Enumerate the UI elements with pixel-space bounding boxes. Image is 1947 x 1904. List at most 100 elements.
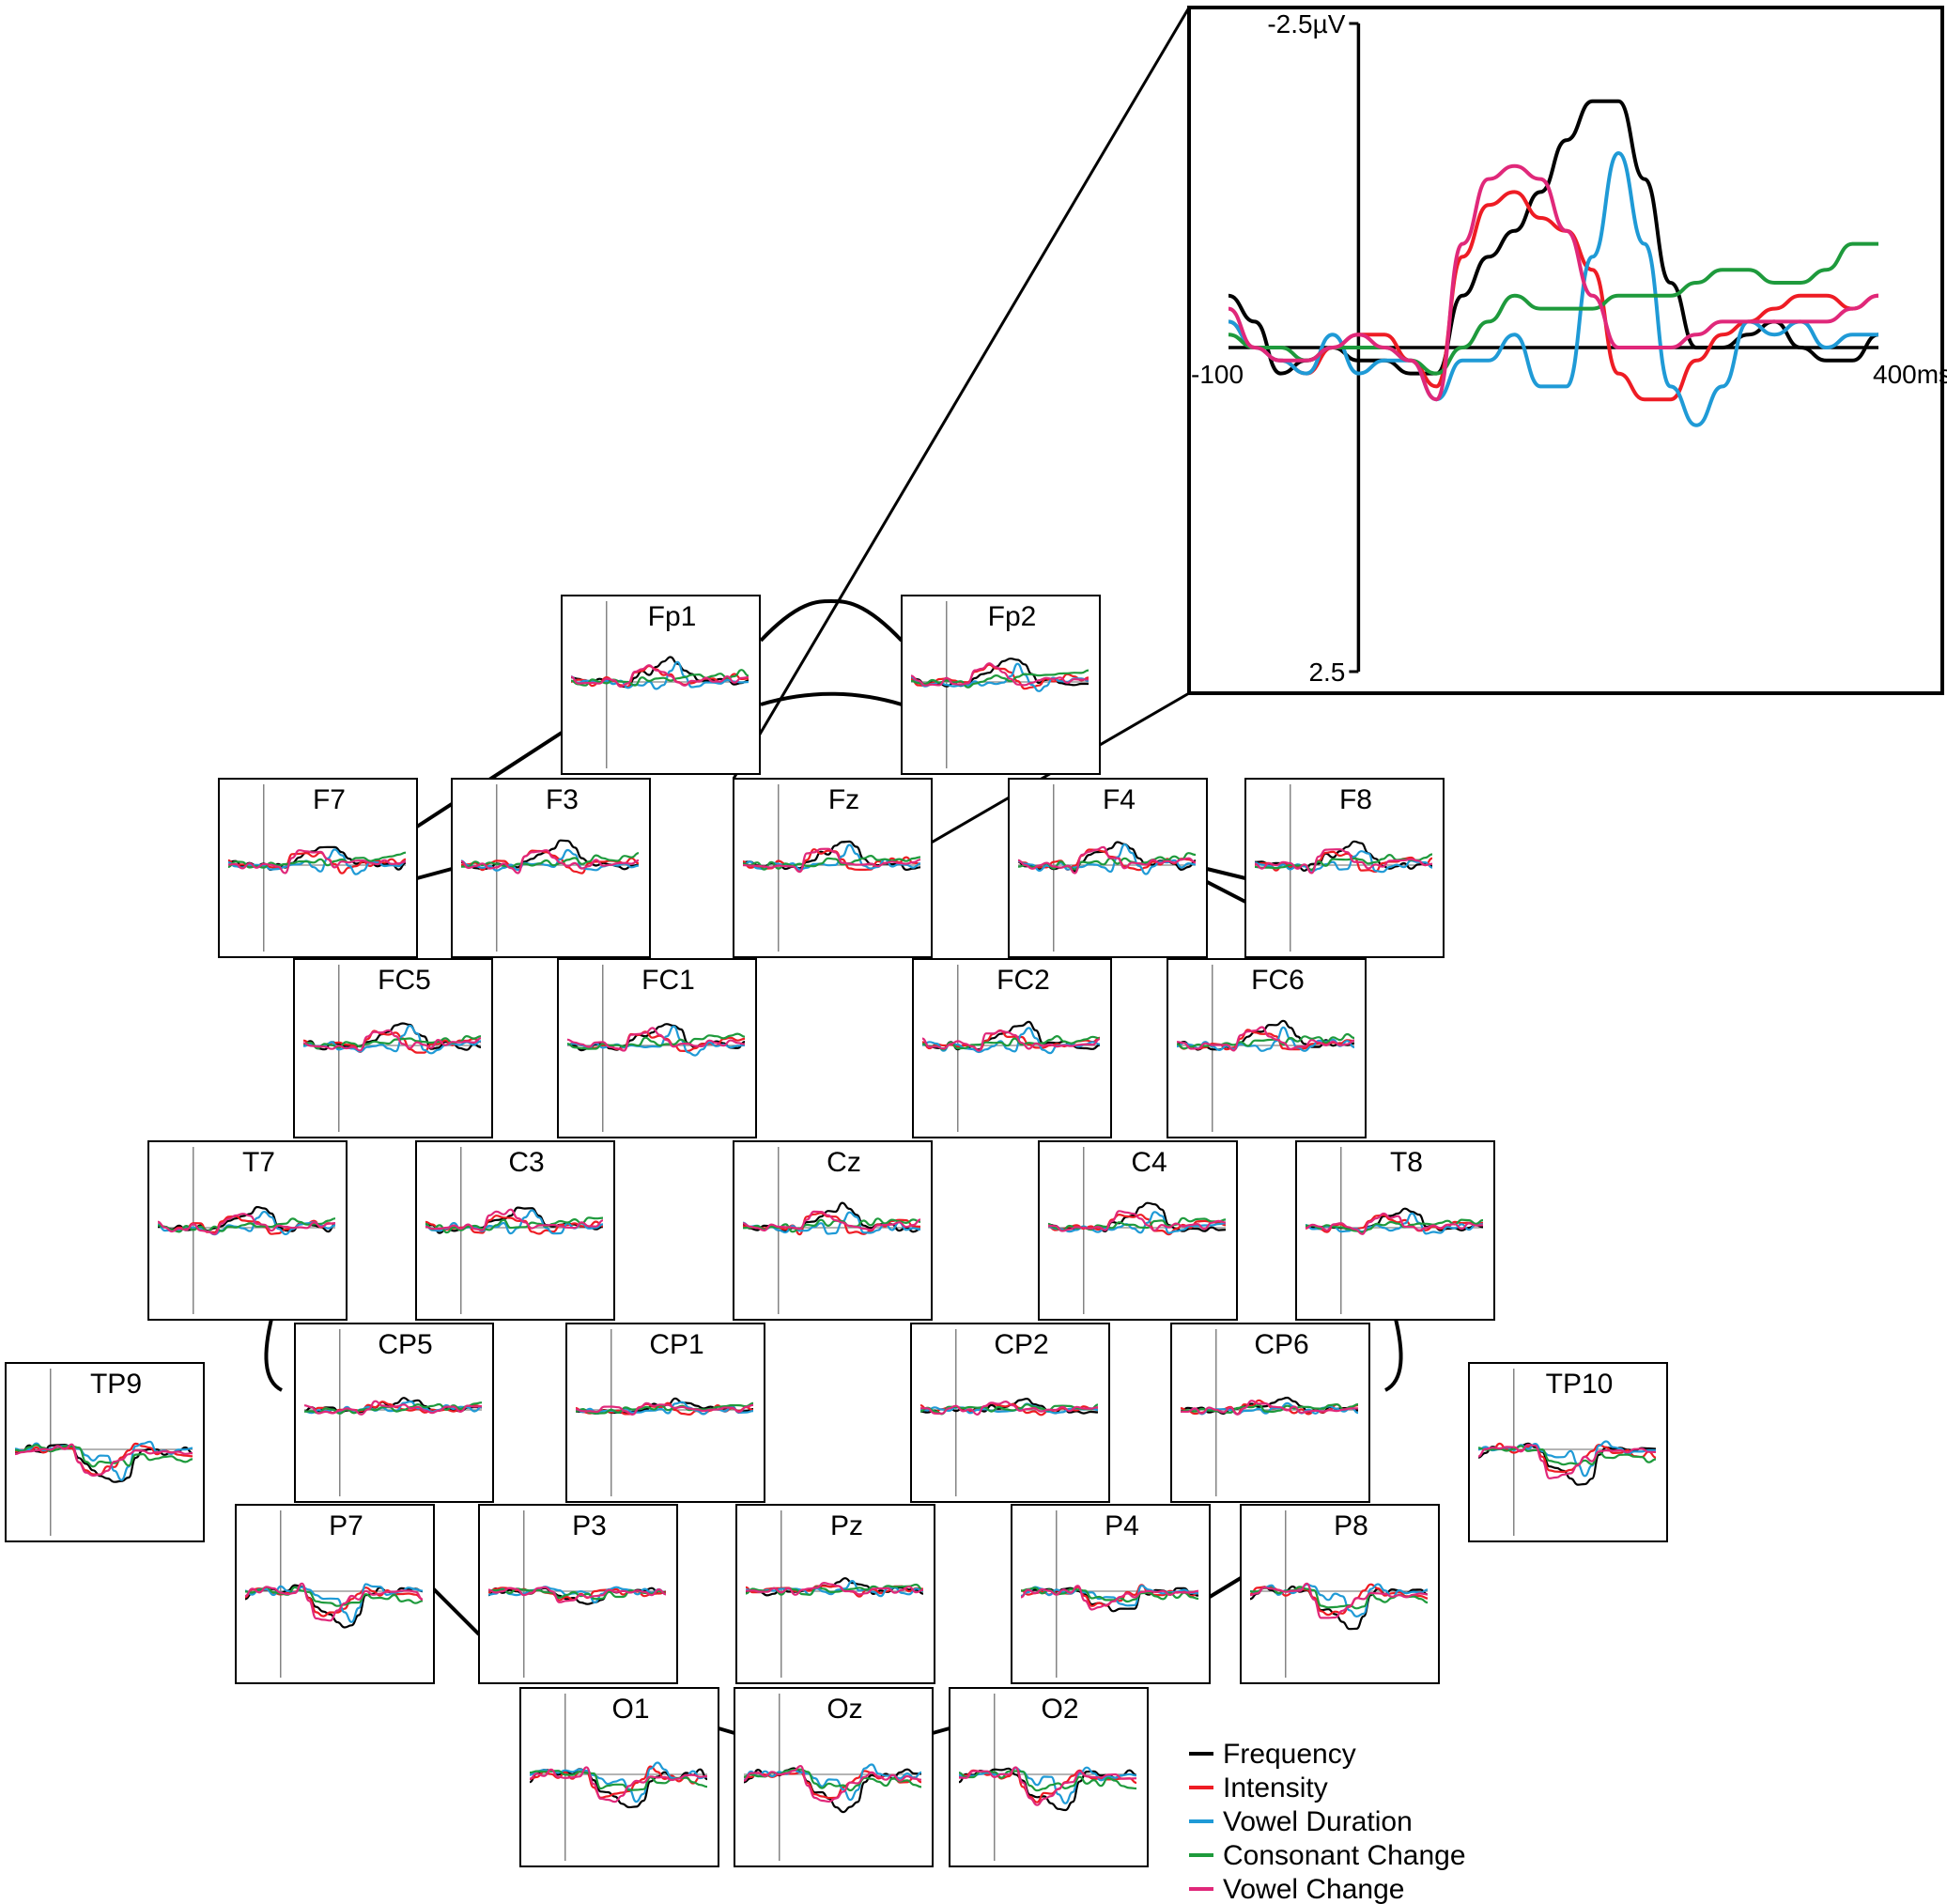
panel-waveform-vowel-change [919, 1400, 1099, 1416]
panel-waveform-vowel-change [244, 1582, 424, 1622]
electrode-label: Cz [827, 1147, 861, 1178]
electrode-panel-cp5: CP5 [294, 1323, 494, 1503]
electrode-label: P4 [1105, 1510, 1139, 1541]
zoom-waveform-vowel-change [1228, 163, 1879, 402]
zoom-x-start-label: -100 [1191, 360, 1244, 389]
panel-waveform-consonant-change [1047, 1216, 1227, 1232]
electrode-label: T8 [1390, 1147, 1423, 1178]
electrode-panel-cp2: CP2 [910, 1323, 1110, 1503]
panel-waveform-vowel-change [487, 1586, 667, 1603]
zoom-waveform-vowel-duration [1228, 150, 1878, 427]
head-outline-segment [1383, 1314, 1403, 1392]
electrode-label: FC1 [641, 965, 695, 996]
panel-waveform-consonant-change [1020, 1587, 1199, 1603]
electrode-label: O2 [1041, 1694, 1078, 1725]
panel-waveform-vowel-change [958, 1766, 1137, 1806]
electrode-label: FC5 [378, 965, 431, 996]
electrode-panel-fc6: FC6 [1167, 958, 1367, 1138]
panel-waveform-vowel-duration [958, 1766, 1137, 1804]
panel-waveform-vowel-change [570, 664, 749, 689]
electrode-panel-p3: P3 [478, 1504, 678, 1684]
electrode-panel-fc2: FC2 [912, 958, 1112, 1138]
panel-waveform-vowel-duration [1017, 843, 1197, 875]
electrode-label: TP10 [1546, 1369, 1614, 1400]
head-outline-segment [430, 1586, 481, 1636]
panel-waveform-consonant-change [425, 1216, 604, 1234]
panel-waveform-intensity [1477, 1442, 1657, 1474]
legend-label: Vowel Change [1223, 1874, 1404, 1904]
panel-waveform-frequency [910, 658, 1089, 688]
electrode-label: CP1 [649, 1329, 703, 1360]
electrode-label: CP2 [994, 1329, 1048, 1360]
electrode-label: Fp1 [648, 601, 697, 632]
panel-waveform-vowel-change [1477, 1443, 1657, 1479]
electrode-label: C3 [508, 1147, 544, 1178]
panel-waveform-vowel-change [1249, 1582, 1429, 1619]
panel-waveform-consonant-change [910, 669, 1089, 689]
panel-waveform-consonant-change [157, 1217, 336, 1233]
electrode-panel-pz: Pz [735, 1504, 935, 1684]
panel-waveform-vowel-change [460, 849, 640, 875]
panel-frame [1240, 1504, 1440, 1684]
electrode-panel-fz: Fz [733, 778, 933, 958]
panel-waveform-vowel-change [425, 1208, 604, 1231]
electrode-panel-f8: F8 [1244, 778, 1445, 958]
electrode-label: T7 [242, 1147, 275, 1178]
electrode-label: O1 [611, 1694, 649, 1725]
panel-waveform-vowel-change [743, 1764, 922, 1803]
electrode-panel-f3: F3 [451, 778, 651, 958]
panel-waveform-vowel-change [1017, 845, 1197, 875]
electrode-label: Oz [827, 1694, 862, 1725]
electrode-panel-fc5: FC5 [293, 958, 493, 1138]
electrode-panel-p4: P4 [1011, 1504, 1211, 1684]
electrode-label: Fz [828, 784, 859, 815]
panel-waveform-vowel-change [529, 1766, 708, 1803]
panel-waveform-vowel-change [1176, 1026, 1355, 1052]
electrode-panel-fp2: Fp2 [901, 595, 1101, 775]
legend-label: Intensity [1223, 1772, 1328, 1803]
panel-waveform-consonant-change [566, 1032, 746, 1050]
panel-waveform-consonant-change [1254, 853, 1433, 872]
electrode-panel-t8: T8 [1295, 1140, 1495, 1321]
electrode-label: P8 [1334, 1510, 1368, 1541]
panel-waveform-consonant-change [742, 1217, 921, 1233]
zoom-frame [1187, 6, 1944, 695]
head-outline-segment [264, 1314, 284, 1392]
legend-label: Consonant Change [1223, 1840, 1466, 1871]
electrode-panel-o1: O1 [519, 1687, 719, 1867]
electrode-panel-fc1: FC1 [557, 958, 757, 1138]
panel-waveform-vowel-duration [1047, 1211, 1227, 1234]
electrode-label: F8 [1339, 784, 1372, 815]
electrode-label: FC6 [1251, 965, 1305, 996]
electrode-label: F7 [313, 784, 346, 815]
electrode-panel-fp1: Fp1 [561, 595, 761, 775]
panel-waveform-vowel-change [14, 1443, 193, 1478]
panel-waveform-consonant-change [575, 1401, 754, 1415]
panel-waveform-vowel-change [742, 847, 921, 874]
panel-frame [1011, 1504, 1211, 1684]
panel-waveform-vowel-change [566, 1027, 746, 1052]
panel-waveform-consonant-change [919, 1403, 1099, 1416]
panel-waveform-consonant-change [570, 669, 749, 687]
panel-waveform-vowel-change [1047, 1210, 1227, 1232]
electrode-label: FC2 [997, 965, 1050, 996]
panel-waveform-vowel-change [1254, 848, 1433, 875]
panel-waveform-vowel-duration [244, 1583, 424, 1623]
electrode-label: P3 [572, 1510, 607, 1541]
electrode-panel-tp10: TP10 [1468, 1362, 1668, 1542]
head-outline-segment [1206, 867, 1246, 880]
panel-waveform-vowel-duration [575, 1401, 754, 1416]
electrode-label: CP5 [378, 1329, 432, 1360]
electrode-panel-cz: Cz [733, 1140, 933, 1321]
panel-waveform-vowel-duration [1249, 1583, 1429, 1618]
head-outline-segment [932, 1726, 950, 1735]
panel-waveform-consonant-change [303, 1401, 483, 1415]
panel-waveform-consonant-change [461, 852, 640, 869]
electrode-label: P7 [329, 1510, 363, 1541]
head-outline-segment [1208, 1576, 1243, 1599]
panel-waveform-vowel-duration [227, 848, 407, 875]
electrode-panel-cp6: CP6 [1170, 1323, 1370, 1503]
